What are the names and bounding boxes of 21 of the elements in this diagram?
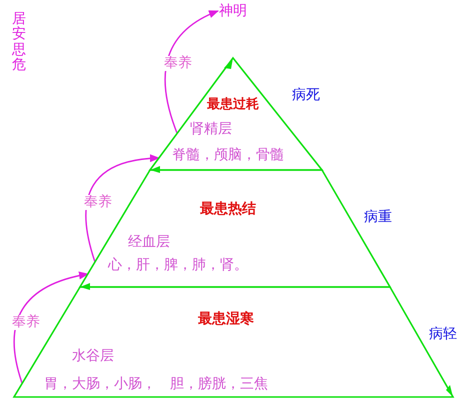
layer-name: 肾精层 bbox=[190, 121, 232, 138]
edge-label: 奉养 bbox=[12, 315, 40, 330]
curved-arrow bbox=[13, 272, 89, 384]
edge-label: 奉养 bbox=[164, 56, 192, 72]
curved-arrow bbox=[85, 154, 160, 262]
apex-label: 神明 bbox=[219, 3, 247, 20]
layer-heading: 最患热结 bbox=[200, 201, 256, 218]
curved-arrow bbox=[164, 10, 219, 134]
organ-list: 心，肝，脾，肺，肾。 bbox=[108, 257, 248, 274]
layer-name: 水谷层 bbox=[72, 348, 114, 364]
pyramid-layer bbox=[80, 170, 390, 287]
layer-name: 经血层 bbox=[128, 234, 170, 250]
severity-label: 病死 bbox=[292, 88, 320, 104]
edge-label: 奉养 bbox=[84, 195, 112, 210]
motto-text: 居安思危 bbox=[12, 12, 26, 74]
organ-list: 脊髓，颅脑，骨髓 bbox=[172, 147, 284, 164]
layer-heading: 最患过耗 bbox=[207, 98, 259, 113]
layer-heading: 最患湿寒 bbox=[198, 311, 254, 328]
organ-list: 胃，大肠，小肠， 胆，膀胱，三焦 bbox=[44, 376, 268, 392]
severity-label: 病重 bbox=[364, 210, 392, 226]
severity-label: 病轻 bbox=[429, 327, 457, 342]
